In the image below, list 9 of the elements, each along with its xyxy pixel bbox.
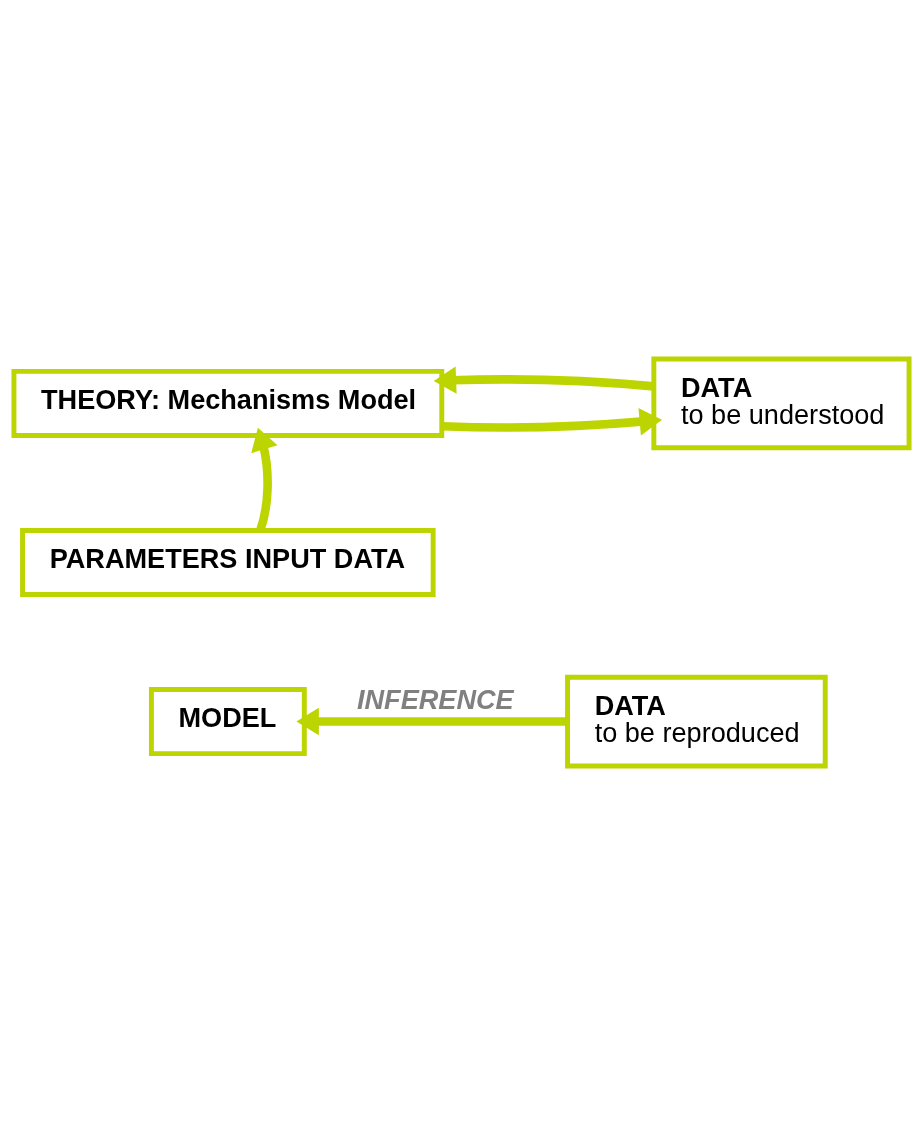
node-box: DATA to be understood: [650, 356, 912, 450]
node-box: THEORY: Mechanisms Model: [10, 368, 444, 438]
edge-label: INFERENCE: [356, 683, 514, 715]
node-box: DATA to be reproduced: [564, 674, 828, 768]
arrow: [295, 707, 567, 735]
node-box: PARAMETERS INPUT DATA: [19, 527, 436, 597]
arrow: [433, 365, 654, 394]
node-box: MODEL: [148, 686, 307, 756]
arrow: [441, 407, 662, 435]
